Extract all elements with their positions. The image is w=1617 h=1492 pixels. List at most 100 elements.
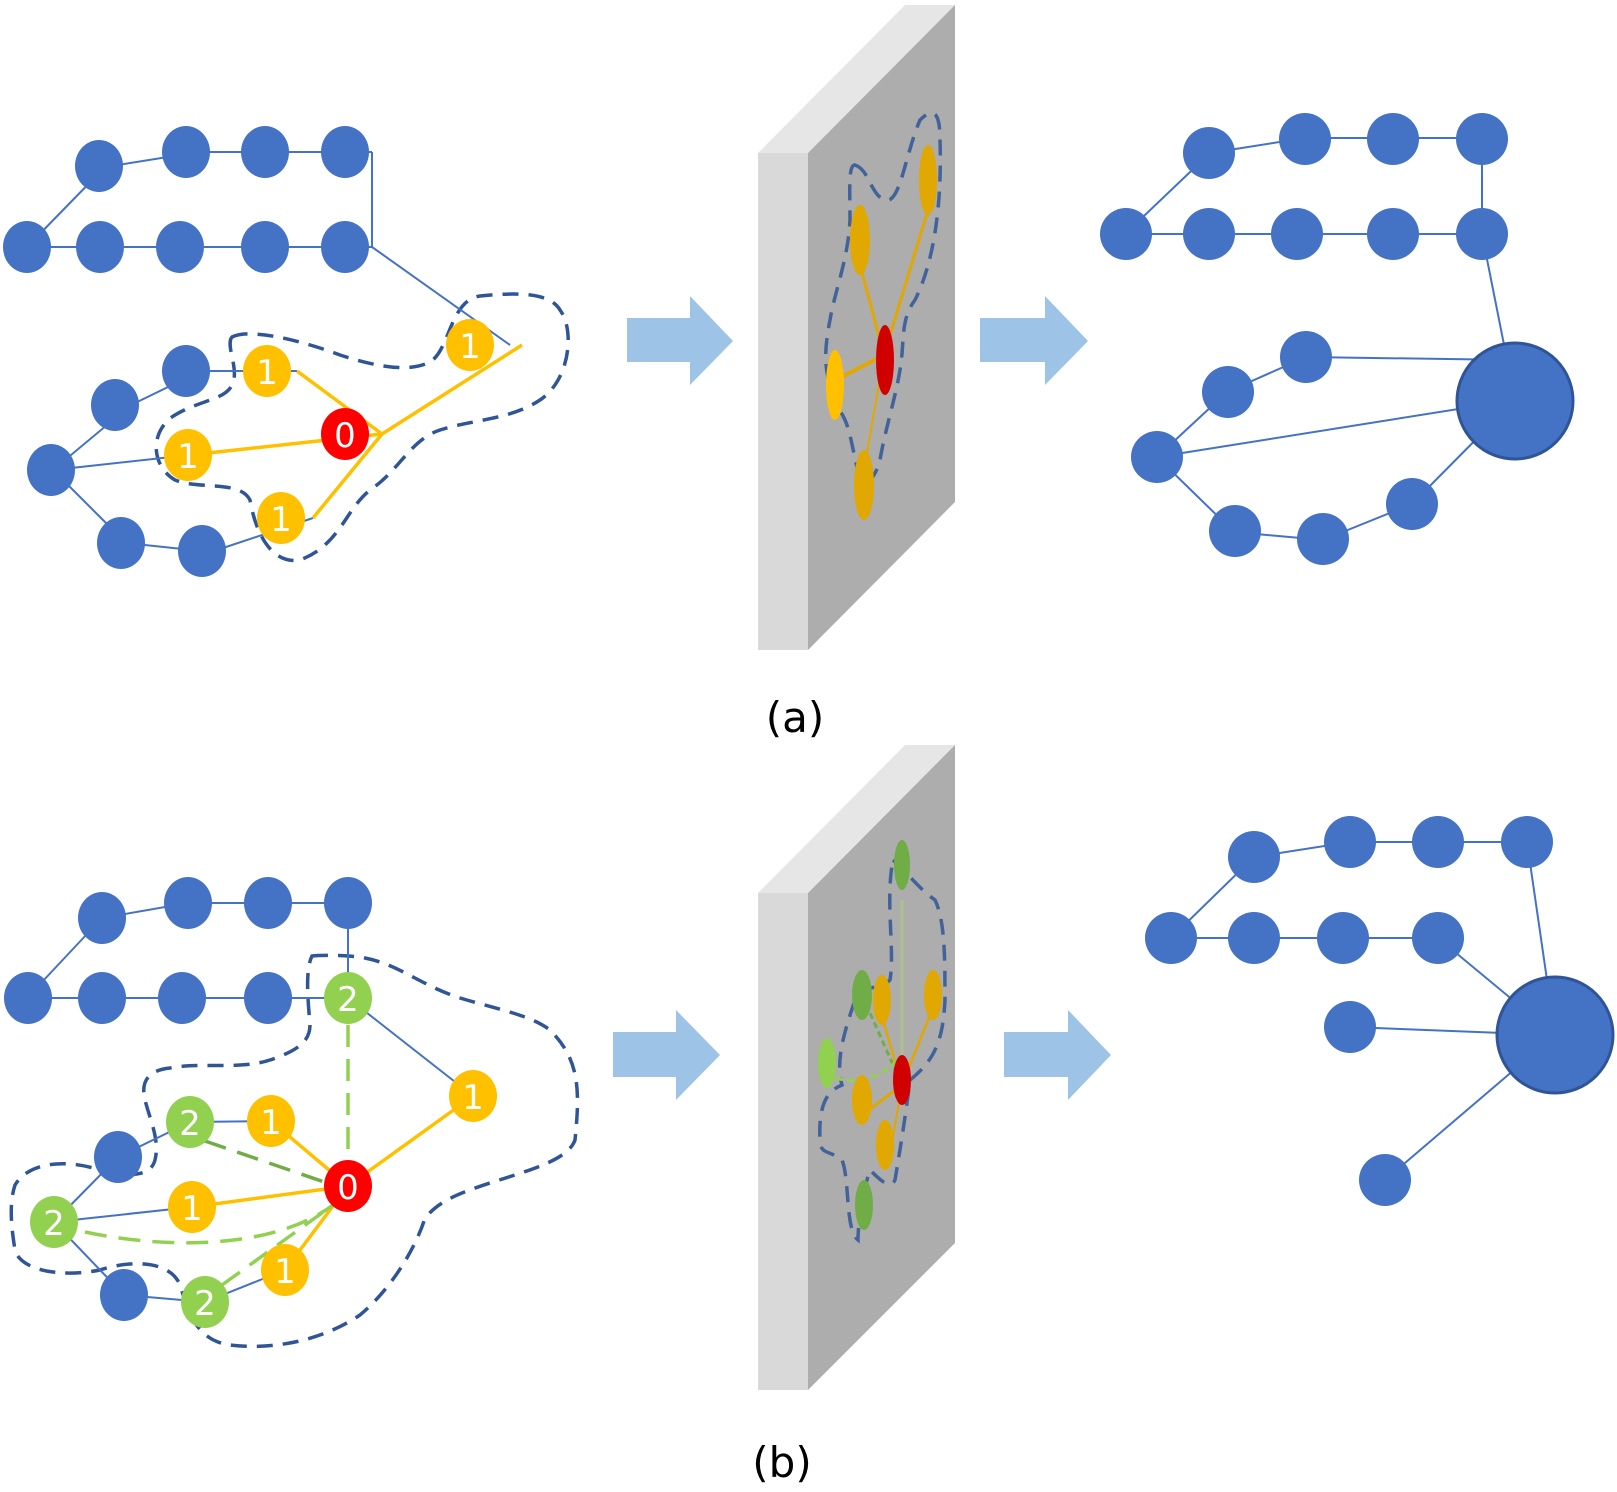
center-node-label: 0	[334, 416, 356, 456]
projected-center-node	[893, 1055, 911, 1105]
node	[244, 972, 292, 1024]
caption-b: (b)	[752, 1438, 811, 1487]
node-label: 1	[177, 437, 199, 477]
pooled-supernode	[1495, 975, 1615, 1095]
plate-side	[758, 893, 808, 1390]
node-label: 1	[274, 1252, 296, 1292]
node	[4, 972, 52, 1024]
plate-front	[808, 745, 955, 1390]
node	[1228, 912, 1280, 964]
node	[1317, 912, 1369, 964]
input-graph-b: 2 2 2 2 1 1 1 1 0	[4, 877, 580, 1349]
node	[1280, 331, 1332, 383]
step-arrow	[1004, 1010, 1111, 1100]
node	[1412, 912, 1464, 964]
node	[1367, 113, 1419, 165]
center-node	[321, 408, 369, 460]
node	[1456, 208, 1508, 260]
node	[100, 1269, 148, 1321]
output-graph-a	[1100, 113, 1575, 565]
panel-b: 2 2 2 2 1 1 1 1 0	[4, 745, 1615, 1487]
pooling-plate-b	[758, 745, 955, 1390]
edge	[347, 997, 474, 1097]
node	[1324, 1001, 1376, 1053]
edge	[1156, 399, 1516, 458]
projected-node	[850, 205, 870, 275]
node-label: 2	[337, 980, 359, 1020]
node	[1202, 366, 1254, 418]
projected-node	[873, 975, 891, 1025]
node	[241, 221, 289, 273]
node	[75, 140, 123, 192]
node	[1145, 912, 1197, 964]
projected-node	[854, 450, 874, 520]
edge-hop1	[381, 343, 523, 436]
plate-top	[758, 745, 955, 893]
node-label: 1	[459, 327, 481, 367]
hop2-node	[30, 1196, 78, 1248]
node-label: 1	[260, 1103, 282, 1143]
node	[178, 525, 226, 577]
node	[1228, 831, 1280, 883]
edge-hop1	[311, 432, 384, 520]
projected-node	[876, 1120, 894, 1170]
projected-edge	[835, 353, 885, 382]
hop1-nodes: 1 1 1 1	[164, 319, 494, 544]
hop1-node	[243, 345, 291, 397]
pooled-supernode	[1455, 341, 1575, 461]
node-label: 1	[256, 353, 278, 393]
node	[321, 221, 369, 273]
projected-node	[924, 970, 942, 1020]
node	[1456, 113, 1508, 165]
plate-front	[808, 5, 955, 650]
projected-center-node	[876, 325, 894, 395]
hop1-node	[449, 1070, 497, 1122]
hop1-node	[247, 1095, 295, 1147]
edge-hop1	[346, 1094, 475, 1188]
pooling-plate-a	[758, 5, 955, 650]
edge-hop1	[191, 1184, 349, 1209]
node	[3, 221, 51, 273]
hop2-node	[166, 1096, 214, 1148]
edge-hop1	[295, 369, 384, 436]
node	[1271, 208, 1323, 260]
center-node-label: 0	[337, 1168, 359, 1208]
node-group	[1100, 113, 1508, 565]
node	[78, 972, 126, 1024]
node-label: 2	[179, 1104, 201, 1144]
projected-node	[818, 1038, 836, 1088]
projected-hull	[823, 111, 943, 484]
input-graph-a: 1 1 1 1 0	[3, 126, 570, 577]
projected-edge	[882, 209, 930, 356]
edge-hop2	[204, 1139, 331, 1186]
node	[162, 345, 210, 397]
panel-a: 1 1 1 1 0	[3, 5, 1575, 742]
projected-node	[826, 350, 844, 420]
hop1-nodes: 1 1 1 1	[168, 1070, 497, 1296]
node	[321, 126, 369, 178]
step-arrow	[980, 296, 1088, 385]
node	[162, 126, 210, 178]
node	[1183, 127, 1235, 179]
step-arrow	[613, 1010, 720, 1100]
node-label: 1	[270, 500, 292, 540]
node-label: 1	[181, 1189, 203, 1229]
projected-edge	[834, 1059, 899, 1082]
node	[78, 892, 126, 944]
node-group	[1145, 816, 1553, 1206]
hop2-node	[324, 972, 372, 1024]
hop1-node	[164, 429, 212, 481]
node	[158, 972, 206, 1024]
hop1-node	[261, 1244, 309, 1296]
node	[94, 1131, 142, 1183]
hop2-nodes: 2 2 2 2	[30, 972, 372, 1328]
neighborhood-hull	[9, 953, 580, 1349]
node-group	[3, 126, 369, 577]
projected-node	[919, 145, 937, 215]
node	[1100, 208, 1152, 260]
node	[324, 877, 372, 929]
plate-side	[758, 153, 808, 650]
center-node	[324, 1160, 372, 1212]
node-group	[4, 877, 372, 1321]
